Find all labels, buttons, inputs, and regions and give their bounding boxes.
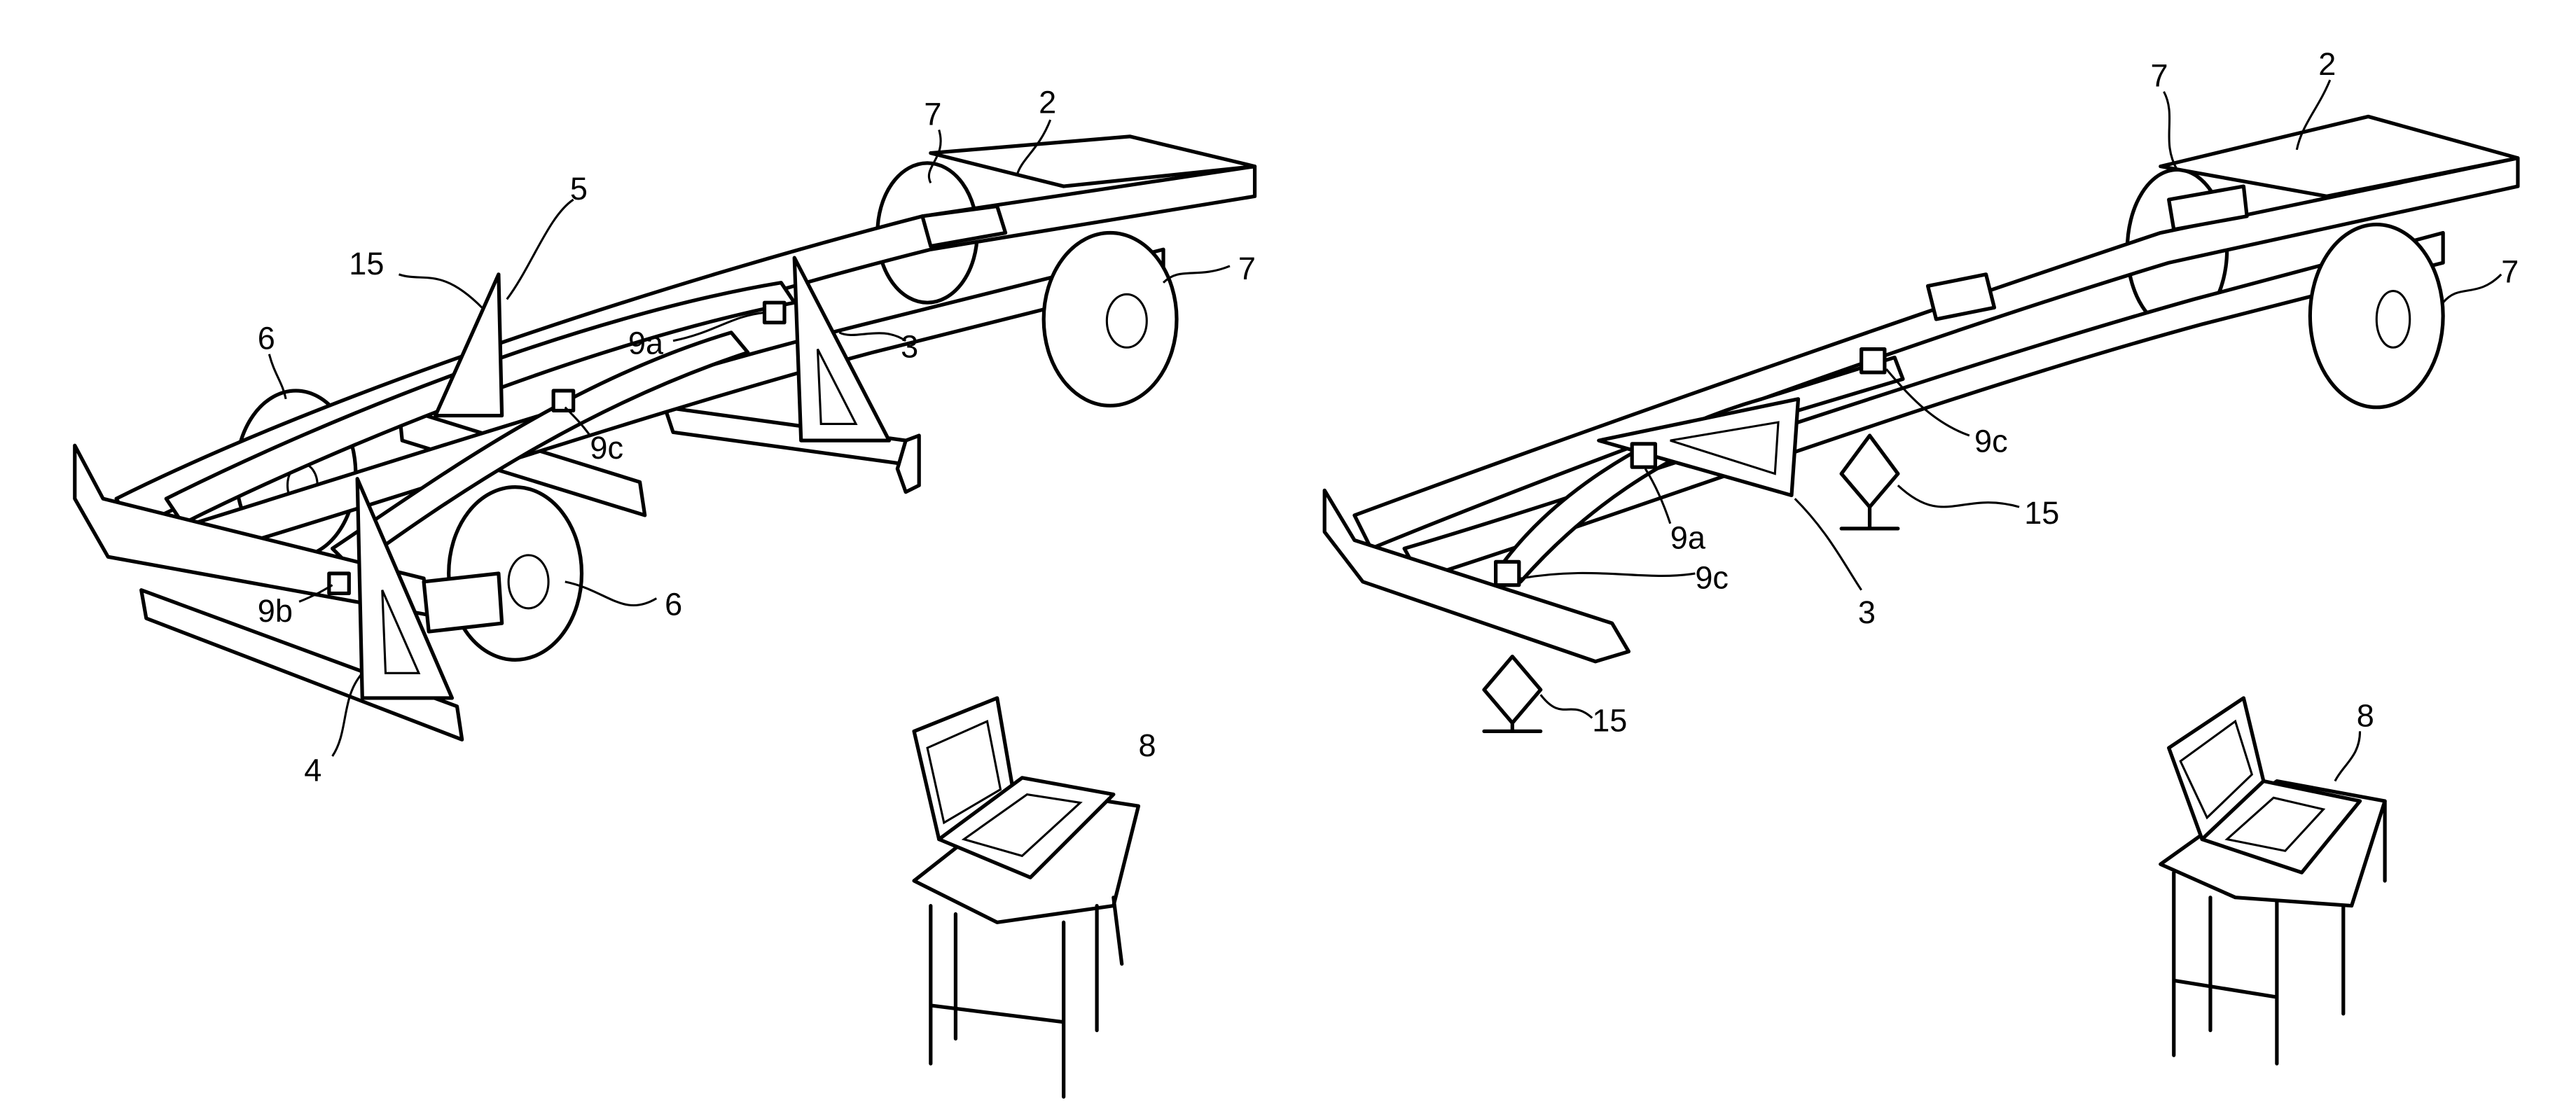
label-7-rear-right: 7 [1238,251,1256,286]
label-7-rear-top: 7 [2151,58,2168,94]
label-8-left: 8 [1138,727,1156,763]
label-9a: 9a [628,326,664,361]
computer-workstation-left [914,698,1138,1096]
support-15-front [1484,657,1541,732]
label-6-left: 6 [258,321,275,356]
label-15-front: 15 [1592,702,1627,738]
label-7-rear-right: 7 [2501,254,2519,290]
label-9c: 9c [590,430,623,466]
label-9b: 9b [258,593,293,629]
label-9c-front: 9c [1695,559,1729,595]
label-3: 3 [1858,594,1876,630]
left-chassis [75,137,1255,739]
sensor-9a [765,302,784,322]
sensor-9c-rear [1862,349,1885,373]
label-15-rear: 15 [2024,495,2059,531]
wheel-rear-right [1044,233,1177,406]
wheel-front-right [449,487,582,660]
sensor-9c [553,391,573,410]
label-8-right: 8 [2357,697,2374,733]
support-15-rear [1841,436,1898,529]
label-2: 2 [2318,46,2336,82]
label-3: 3 [901,328,918,364]
computer-workstation-right [2161,698,2385,1064]
label-9a: 9a [1670,520,1706,555]
label-15: 15 [349,246,384,281]
label-7-rear-top: 7 [924,96,941,132]
label-5: 5 [570,171,588,207]
sensor-9c-front [1496,562,1519,585]
label-4: 4 [304,753,321,788]
right-chassis [1324,116,2518,731]
label-2: 2 [1039,85,1056,120]
sensor-9a [1632,444,1655,467]
label-6-right: 6 [665,586,682,622]
sensor-9b [329,573,349,593]
label-9c-rear: 9c [1974,424,2008,459]
